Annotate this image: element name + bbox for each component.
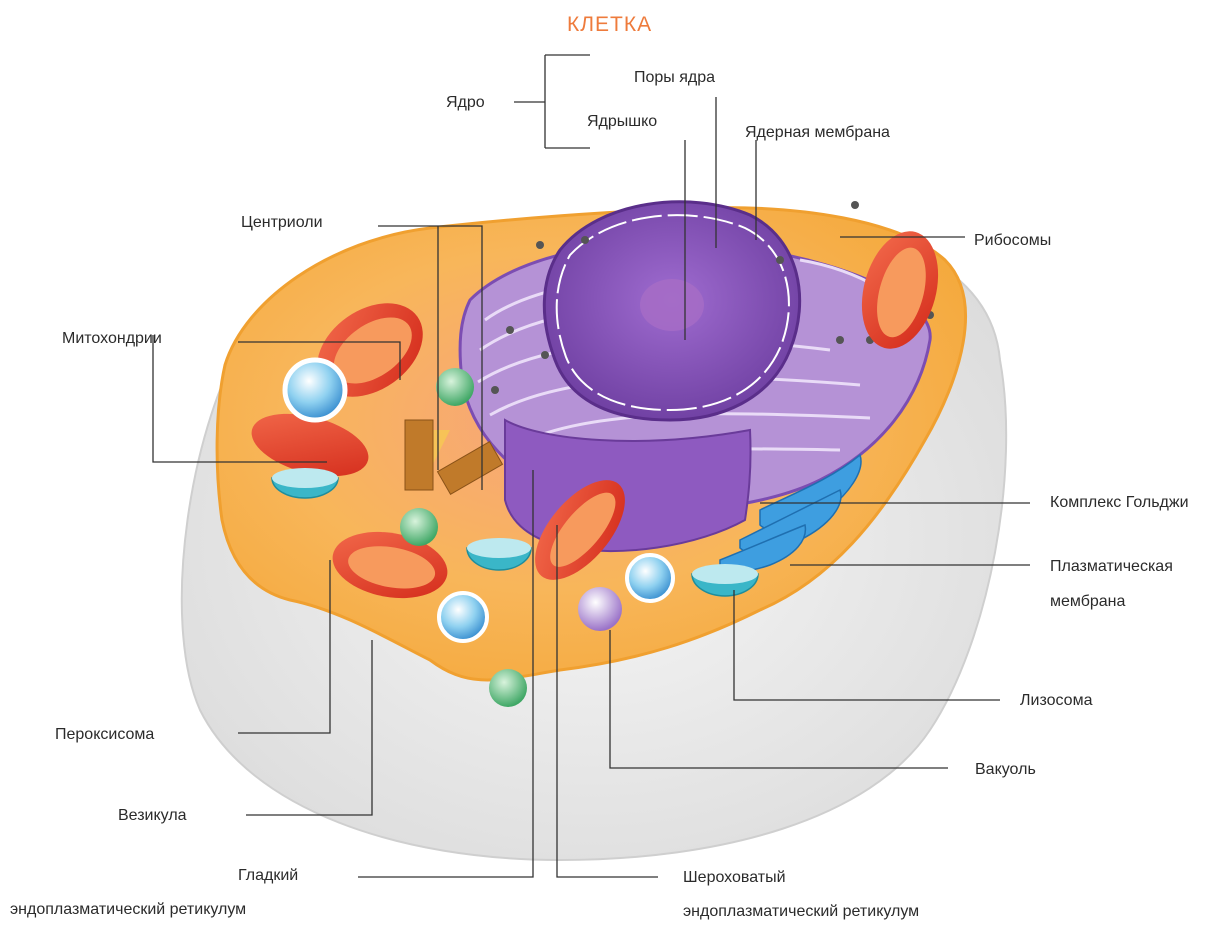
vacuole bbox=[285, 360, 345, 420]
label-smooth-er-2: эндоплазматический ретикулум bbox=[10, 902, 246, 918]
label-rough-er-1: Шероховатый bbox=[683, 870, 786, 886]
page-title: КЛЕТКА bbox=[567, 14, 652, 35]
nucleolus bbox=[640, 279, 704, 331]
vacuole-violet bbox=[578, 587, 622, 631]
label-rough-er-2: эндоплазматический ретикулум bbox=[683, 904, 919, 920]
label-ribosomes: Рибосомы bbox=[974, 233, 1051, 249]
vacuole bbox=[627, 555, 673, 601]
label-centrioles: Центриоли bbox=[241, 215, 323, 231]
vacuole bbox=[439, 593, 487, 641]
label-vesicle: Везикула bbox=[118, 808, 187, 824]
label-nuclear-pores: Поры ядра bbox=[634, 70, 715, 86]
label-plasma-membrane-1: Плазматическая bbox=[1050, 559, 1173, 575]
label-peroxisome: Пероксисома bbox=[55, 727, 154, 743]
label-nuclear-membrane: Ядерная мембрана bbox=[745, 125, 890, 141]
label-golgi: Комплекс Гольджи bbox=[1050, 495, 1189, 511]
label-vacuole: Вакуоль bbox=[975, 762, 1036, 778]
label-plasma-membrane-2: мембрана bbox=[1050, 594, 1125, 610]
label-nucleus: Ядро bbox=[446, 95, 485, 111]
peroxisome bbox=[400, 508, 438, 546]
peroxisome bbox=[436, 368, 474, 406]
label-lysosome: Лизосома bbox=[1020, 693, 1092, 709]
label-nucleolus: Ядрышко bbox=[587, 114, 657, 130]
label-smooth-er-1: Гладкий bbox=[238, 868, 298, 884]
label-mitochondria: Митохондрии bbox=[62, 331, 162, 347]
peroxisome bbox=[489, 669, 527, 707]
